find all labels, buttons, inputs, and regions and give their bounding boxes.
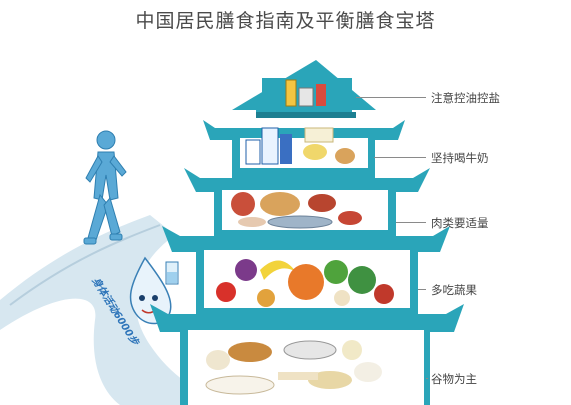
tier-label-meat: 肉类要适量 xyxy=(431,216,489,230)
vegetable-fruit-foods xyxy=(216,259,394,307)
meat-foods xyxy=(231,192,362,229)
leader-line xyxy=(396,222,426,223)
oil-salt-foods xyxy=(285,79,326,107)
activity-path xyxy=(0,215,230,405)
water-drop-mascot-icon xyxy=(129,256,179,325)
tier-label-milk: 坚持喝牛奶 xyxy=(431,151,489,165)
tier-label-grains: 谷物为主 xyxy=(431,372,477,386)
walking-person-icon xyxy=(83,130,127,245)
leader-line xyxy=(374,157,426,158)
dairy-foods xyxy=(245,127,355,165)
tier-label-vegetables: 多吃蔬果 xyxy=(431,283,477,297)
leader-line xyxy=(426,378,428,379)
leader-line xyxy=(418,289,426,290)
leader-line xyxy=(356,97,426,98)
grain-foods xyxy=(205,340,382,395)
page-title: 中国居民膳食指南及平衡膳食宝塔 xyxy=(135,10,436,32)
tier-label-oil-salt: 注意控油控盐 xyxy=(431,91,500,105)
